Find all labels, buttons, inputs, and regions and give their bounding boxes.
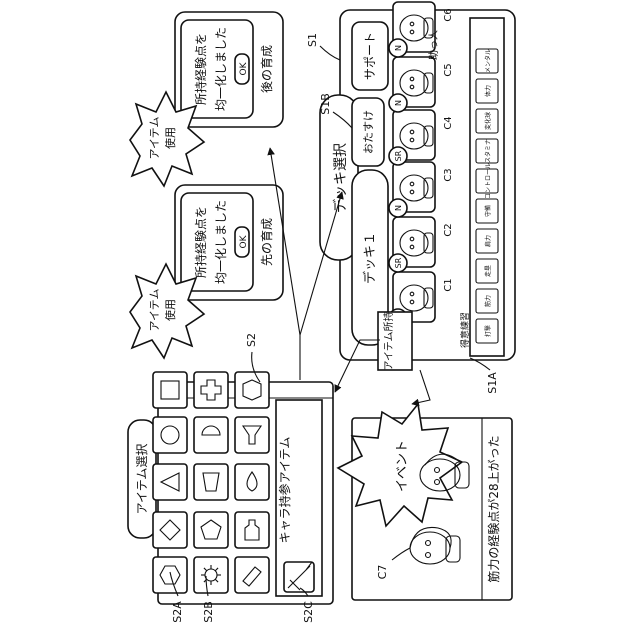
rarity-text: N [394,45,403,51]
dialog-message-line1: 所持経験点を [193,33,208,105]
label-s2c: S2C [302,601,315,623]
item-cell[interactable] [153,512,187,548]
item-cell[interactable] [235,372,269,408]
label-c1: C1 [443,278,454,291]
deck-title: デッキ選択 [332,143,349,213]
stat-label: スタミナ [484,139,492,163]
item-title: アイテム選択 [135,444,149,515]
item-cell[interactable] [235,417,269,453]
item-cell[interactable] [153,417,187,453]
event-burst-text: イベント [395,440,410,492]
growth-dialog-second: 所持経験点を均一化しました OK 後の育成アイテム使用 [130,12,283,186]
stat-label: メンタル [484,49,492,73]
stat-label: コントロール [485,163,492,199]
item-cell[interactable] [194,512,228,548]
label-s1a: S1A [486,372,499,394]
stat-label: 打撃 [484,325,492,337]
growth-dialog-first: 所持経験点を均一化しました OK 先の育成アイテム使用 [130,185,283,358]
stat-label: 肩力 [484,235,492,247]
item-select-screen: アイテム選択 キャラ持参アイテム [128,372,333,604]
stat-label: 変化球 [484,112,492,130]
burst-text-line1: アイテム [148,289,161,332]
burst-text-line2: 使用 [164,299,177,321]
label-c4: C4 [443,116,454,129]
dialog-message-line1: 所持経験点を [193,206,208,278]
ok-label: OK [239,234,249,248]
stat-label: 走塁 [484,265,492,277]
deck-name: デッキ１ [362,232,378,284]
dialog-caption: 先の育成 [259,218,274,266]
rarity-text: SR [394,257,403,268]
stat-label: 守備 [484,205,492,217]
rarity-text: SR [394,150,403,161]
label-c5: C5 [443,63,454,76]
arrow-to-event [412,370,430,404]
item-cell[interactable] [194,557,228,593]
item-dialogs: 所持経験点を均一化しましたOK先の育成アイテム使用所持経験点を均一化しましたOK… [130,12,283,358]
item-cell[interactable] [235,464,269,500]
chara-item-label: キャラ持参アイテム [277,437,292,544]
label-s2a: S2A [171,601,184,623]
burst-text-line2: 使用 [164,127,177,149]
deck-select-screen: デッキ選択 デッキ１ サポート おたすけ NC1SRC2NC3SRC4NC5NC… [320,2,515,371]
recommend-label: おたすけ [362,110,375,154]
burst-text-line1: アイテム [148,117,161,160]
label-c3: C3 [443,168,454,181]
stat-label: 体力 [484,85,492,97]
item-cell[interactable] [235,557,269,593]
item-grid [153,372,269,593]
ok-label: OK [239,61,249,75]
label-c7: C7 [376,565,389,580]
item-cell[interactable] [153,372,187,408]
practice-label: 得意練習 [459,312,471,348]
event-screen: 筋力の経験点が28上がった イベント [338,404,512,600]
stat-strip: 打撃 筋力 走塁 肩力 守備 コントロールスタミナ 変化球 体力 メンタル [470,18,504,356]
rarity-text: N [394,100,403,106]
dialog-caption: 後の育成 [259,45,274,93]
label-c2: C2 [443,223,454,236]
label-s2b: S2B [202,601,215,623]
label-c6: C6 [443,8,454,21]
item-held-line1: アイテム所持 [382,312,395,371]
rarity-text: N [394,205,403,211]
stat-label: 筋力 [484,295,492,307]
dialog-message-line2: 均一化しました [214,27,228,111]
item-cell[interactable] [194,417,228,453]
event-message: 筋力の経験点が28上がった [486,435,501,582]
item-cell[interactable] [153,464,187,500]
dialog-message-line2: 均一化しました [214,200,228,284]
label-s1b: S1B [319,93,332,115]
support-label: サポート [363,32,377,80]
label-s2: S2 [245,333,258,347]
label-s1: S1 [306,33,319,47]
helper-label: 助っ人 [427,30,440,60]
item-cell[interactable] [153,557,187,593]
item-cell[interactable] [194,464,228,500]
item-cell[interactable] [235,512,269,548]
item-cell[interactable] [194,372,228,408]
